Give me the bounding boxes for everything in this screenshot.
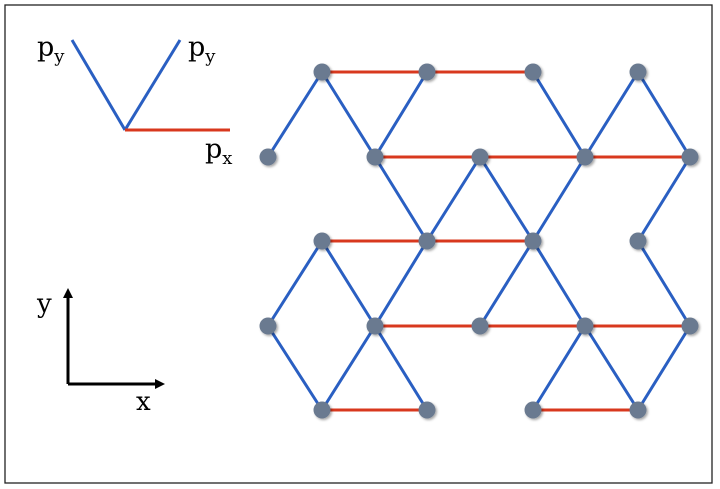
py-bond: [531, 324, 587, 412]
y-axis-label: y: [36, 289, 52, 319]
lattice-site: [313, 401, 331, 419]
py-bond: [636, 155, 692, 243]
coordinate-axes: y x: [36, 288, 165, 417]
py-bond: [531, 239, 587, 328]
lattice-site: [418, 63, 436, 81]
lattice-site: [629, 401, 647, 419]
py-bond: [373, 155, 429, 243]
py-left-bond: [70, 39, 127, 131]
py-bond: [320, 324, 377, 412]
lattice-site: [471, 317, 489, 335]
py-bond: [583, 324, 640, 412]
py-bond: [531, 155, 587, 243]
py-bond: [266, 239, 324, 328]
px-label: px: [205, 134, 232, 169]
py-bond: [373, 70, 429, 159]
lattice-site: [471, 148, 489, 166]
lattice-bonds: [266, 70, 692, 412]
lattice-site: [524, 232, 542, 250]
lattice-site: [418, 401, 436, 419]
lattice-site: [629, 232, 647, 250]
lattice-sites: [259, 63, 699, 419]
lattice-site: [313, 63, 331, 81]
py-bond: [478, 155, 535, 243]
lattice-site: [576, 148, 594, 166]
lattice-site: [366, 148, 384, 166]
lattice-site: [259, 148, 277, 166]
py-bond: [266, 70, 324, 159]
py-bond: [583, 70, 640, 159]
lattice-site: [681, 148, 699, 166]
py-bond: [636, 324, 692, 412]
lattice-site: [576, 317, 594, 335]
lattice-site: [418, 232, 436, 250]
lattice-site: [313, 232, 331, 250]
py-bond: [373, 324, 429, 412]
py-bond: [425, 155, 482, 243]
lattice-site: [524, 63, 542, 81]
py-right-bond: [123, 39, 182, 131]
figure-frame: [4, 4, 713, 484]
py-bond: [478, 239, 535, 328]
lattice-site: [524, 401, 542, 419]
x-axis-label: x: [136, 387, 151, 417]
py-bond: [266, 324, 324, 412]
py-bond: [636, 239, 692, 328]
py-left-label: py: [37, 32, 65, 67]
lattice-site: [681, 317, 699, 335]
py-bond: [531, 70, 587, 159]
py-bond: [373, 239, 429, 328]
py-bond: [320, 239, 377, 328]
lattice-site: [366, 317, 384, 335]
lattice-site: [629, 63, 647, 81]
py-bond: [636, 70, 692, 159]
py-right-label: py: [188, 32, 216, 67]
py-bond: [320, 70, 377, 159]
orbital-legend: py py px: [37, 32, 232, 169]
lattice-site: [259, 317, 277, 335]
